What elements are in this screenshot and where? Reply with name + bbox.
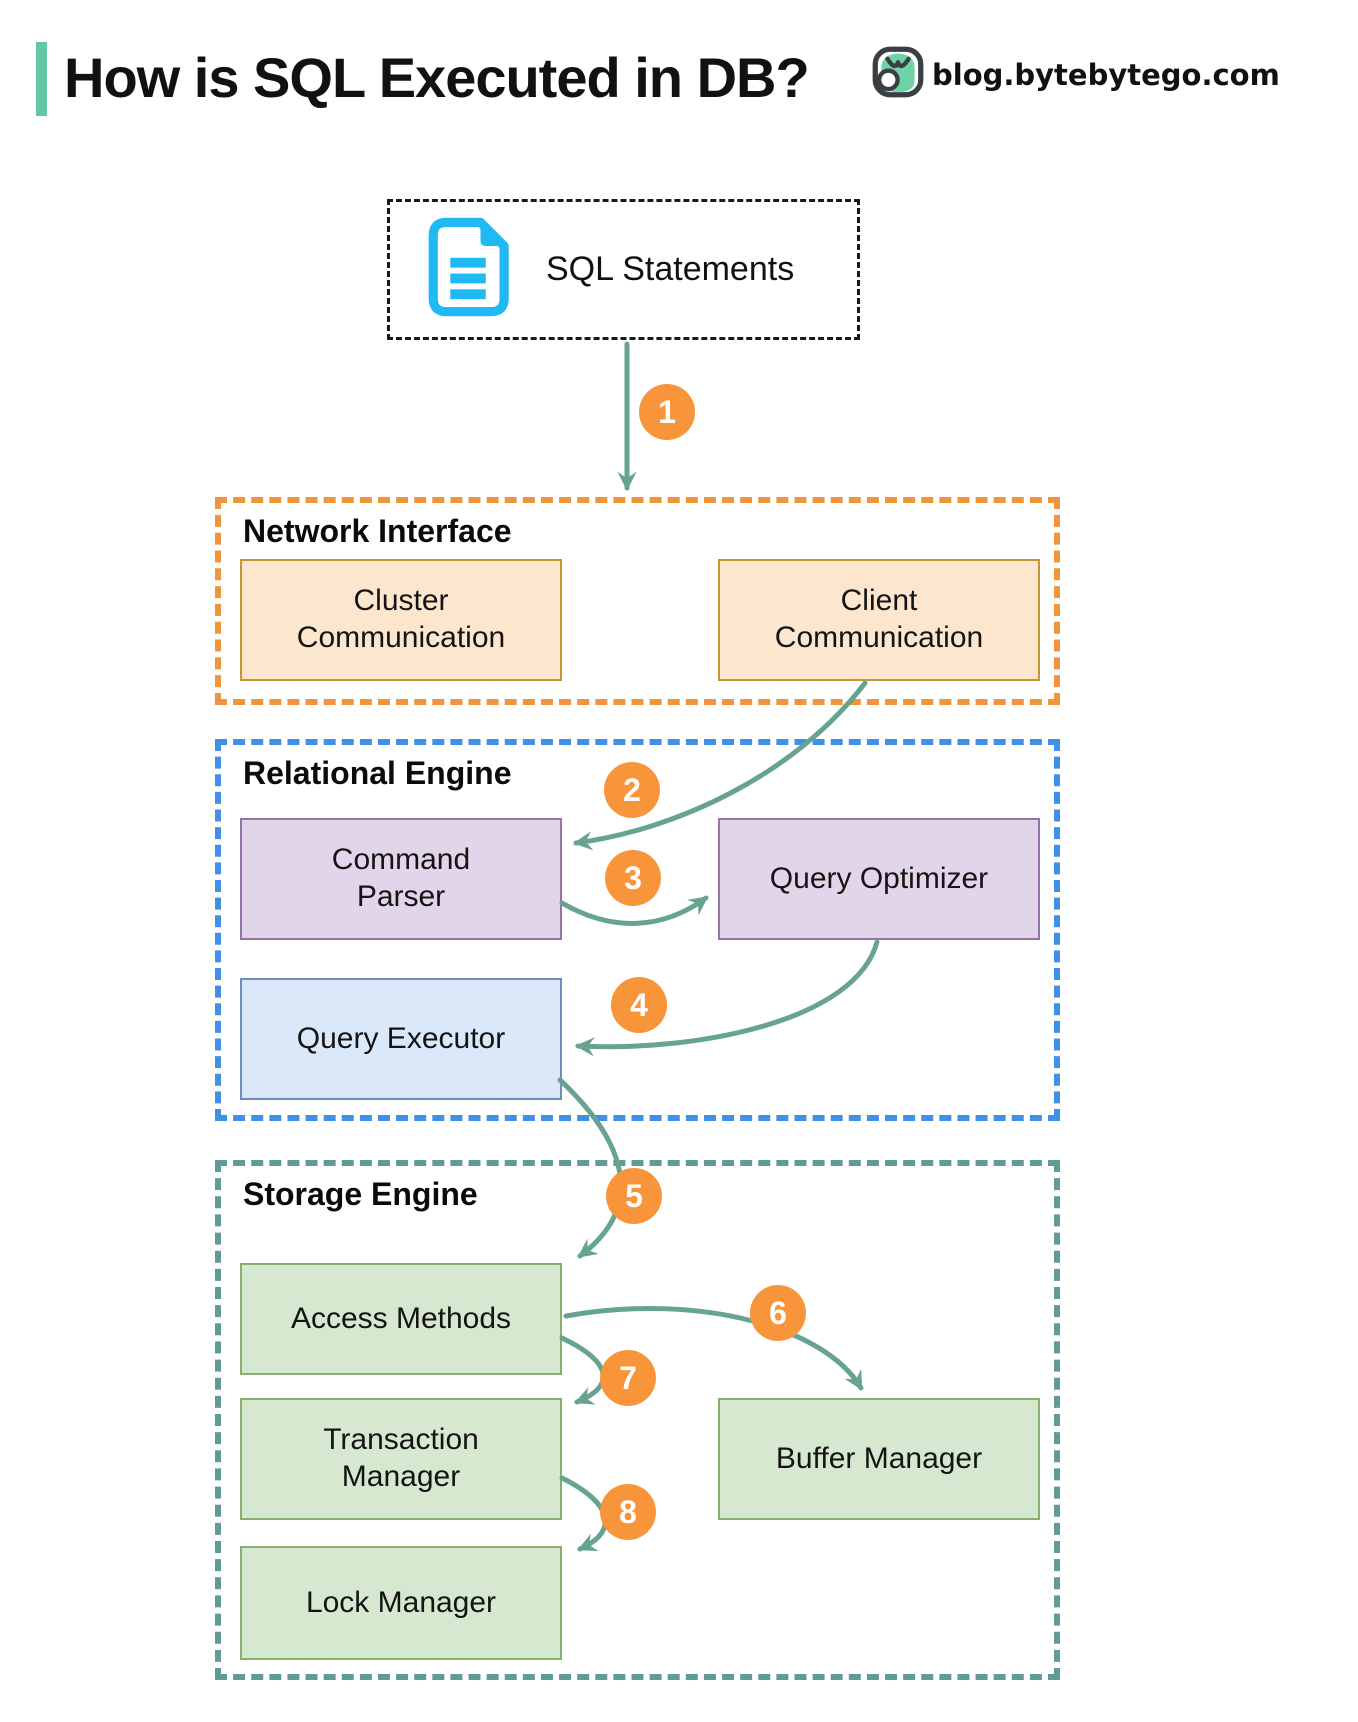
step-badge-6: 6: [750, 1285, 806, 1341]
block-access-methods: Access Methods: [240, 1263, 562, 1375]
step-badge-3: 3: [605, 850, 661, 906]
block-cluster-communication: Cluster Communication: [240, 559, 562, 681]
block-client-communication: Client Communication: [718, 559, 1040, 681]
step-badge-2: 2: [604, 762, 660, 818]
page-title: How is SQL Executed in DB?: [64, 46, 810, 109]
block-command-parser: Command Parser: [240, 818, 562, 940]
step-badge-1: 1: [639, 384, 695, 440]
block-lock-manager: Lock Manager: [240, 1546, 562, 1660]
sql-statements-box: SQL Statements: [387, 199, 860, 340]
step-badge-8: 8: [600, 1484, 656, 1540]
bytebytego-owl-icon: [870, 44, 926, 105]
block-query-executor: Query Executor: [240, 978, 562, 1100]
document-icon: [428, 217, 512, 322]
block-transaction-manager: Transaction Manager: [240, 1398, 562, 1520]
brand: blog.bytebytego.com: [870, 44, 1280, 105]
step-badge-4: 4: [611, 977, 667, 1033]
section-storage-engine: Storage Engine: [215, 1160, 1060, 1680]
block-query-optimizer: Query Optimizer: [718, 818, 1040, 940]
title-accent-bar: [36, 42, 47, 116]
step-badge-5: 5: [606, 1168, 662, 1224]
sql-statements-label: SQL Statements: [546, 250, 795, 288]
block-buffer-manager: Buffer Manager: [718, 1398, 1040, 1520]
section-label-storage-engine: Storage Engine: [243, 1176, 478, 1212]
section-label-relational-engine: Relational Engine: [243, 755, 512, 791]
step-badge-7: 7: [600, 1350, 656, 1406]
brand-url: blog.bytebytego.com: [932, 57, 1280, 92]
section-label-network-interface: Network Interface: [243, 513, 512, 549]
